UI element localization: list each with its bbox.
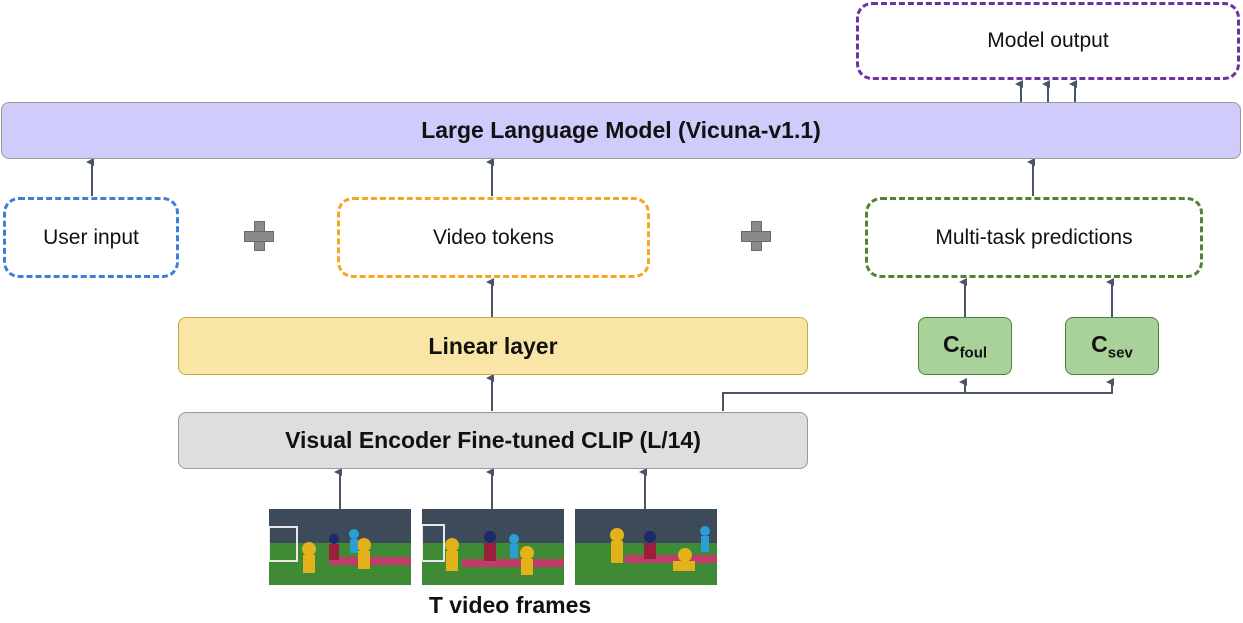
video-frame-3 — [575, 509, 717, 585]
model-output-box: Model output — [856, 2, 1240, 80]
llm-box: Large Language Model (Vicuna-v1.1) — [1, 102, 1241, 159]
linear-layer-box: Linear layer — [178, 317, 808, 375]
user-input-box: User input — [3, 197, 179, 278]
multitask-label: Multi-task predictions — [935, 225, 1133, 249]
c-sev-label: Csev — [1091, 330, 1133, 362]
c-sev-box: Csev — [1065, 317, 1159, 375]
multitask-box: Multi-task predictions — [865, 197, 1203, 278]
frames-caption: T video frames — [300, 588, 720, 622]
plus-icon — [741, 221, 771, 251]
c-foul-box: Cfoul — [918, 317, 1012, 375]
model-output-label: Model output — [987, 29, 1109, 52]
user-input-label: User input — [43, 225, 139, 249]
frames-caption-label: T video frames — [428, 591, 592, 618]
video-frame-2 — [422, 509, 564, 585]
video-tokens-label: Video tokens — [432, 225, 555, 249]
visual-encoder-label: Visual Encoder Fine-tuned CLIP (L/14) — [285, 427, 701, 453]
c-foul-label: Cfoul — [942, 330, 988, 362]
visual-encoder-box: Visual Encoder Fine-tuned CLIP (L/14) — [178, 412, 808, 469]
linear-layer-label: Linear layer — [428, 332, 558, 359]
plus-icon — [244, 221, 274, 251]
video-frame-1 — [269, 509, 411, 585]
video-tokens-box: Video tokens — [337, 197, 650, 278]
llm-label: Large Language Model (Vicuna-v1.1) — [421, 117, 821, 143]
